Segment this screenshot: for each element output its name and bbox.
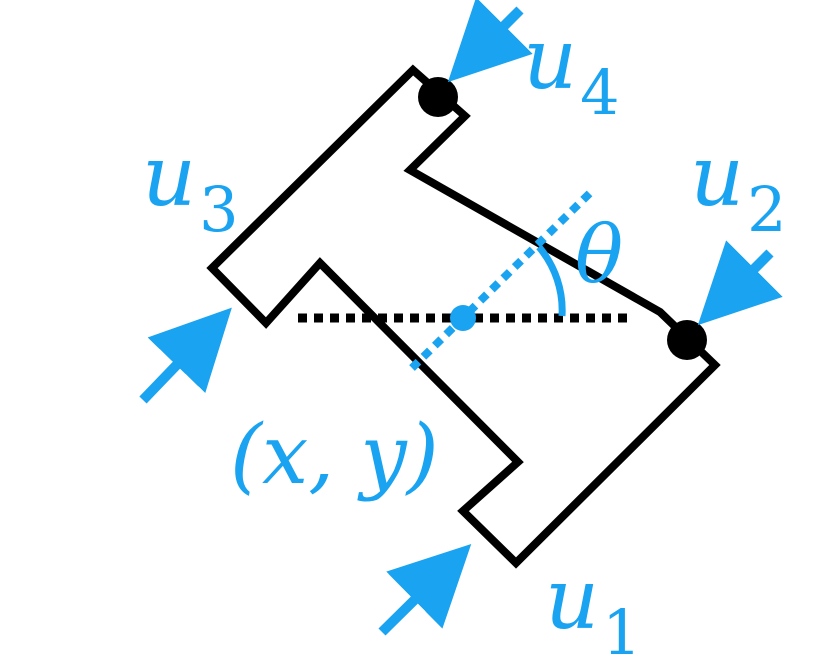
contact-point-u2: [667, 320, 707, 360]
force-arrow-u3: [139, 307, 232, 404]
label-u2: u2: [690, 127, 787, 246]
label-u3: u3: [142, 127, 239, 246]
label-position: (x, y): [230, 408, 439, 503]
force-arrow-u4: [447, 0, 533, 83]
theta-arc: [536, 244, 566, 317]
heading-axis-line: [409, 188, 595, 371]
label-theta: θ: [575, 208, 623, 301]
label-u4: u4: [523, 10, 620, 129]
center-point: [450, 305, 476, 331]
force-arrow-u2: [697, 240, 783, 326]
force-arrow-u1: [378, 543, 472, 636]
label-u1: u1: [545, 550, 642, 662]
contact-point-u4: [418, 77, 458, 117]
